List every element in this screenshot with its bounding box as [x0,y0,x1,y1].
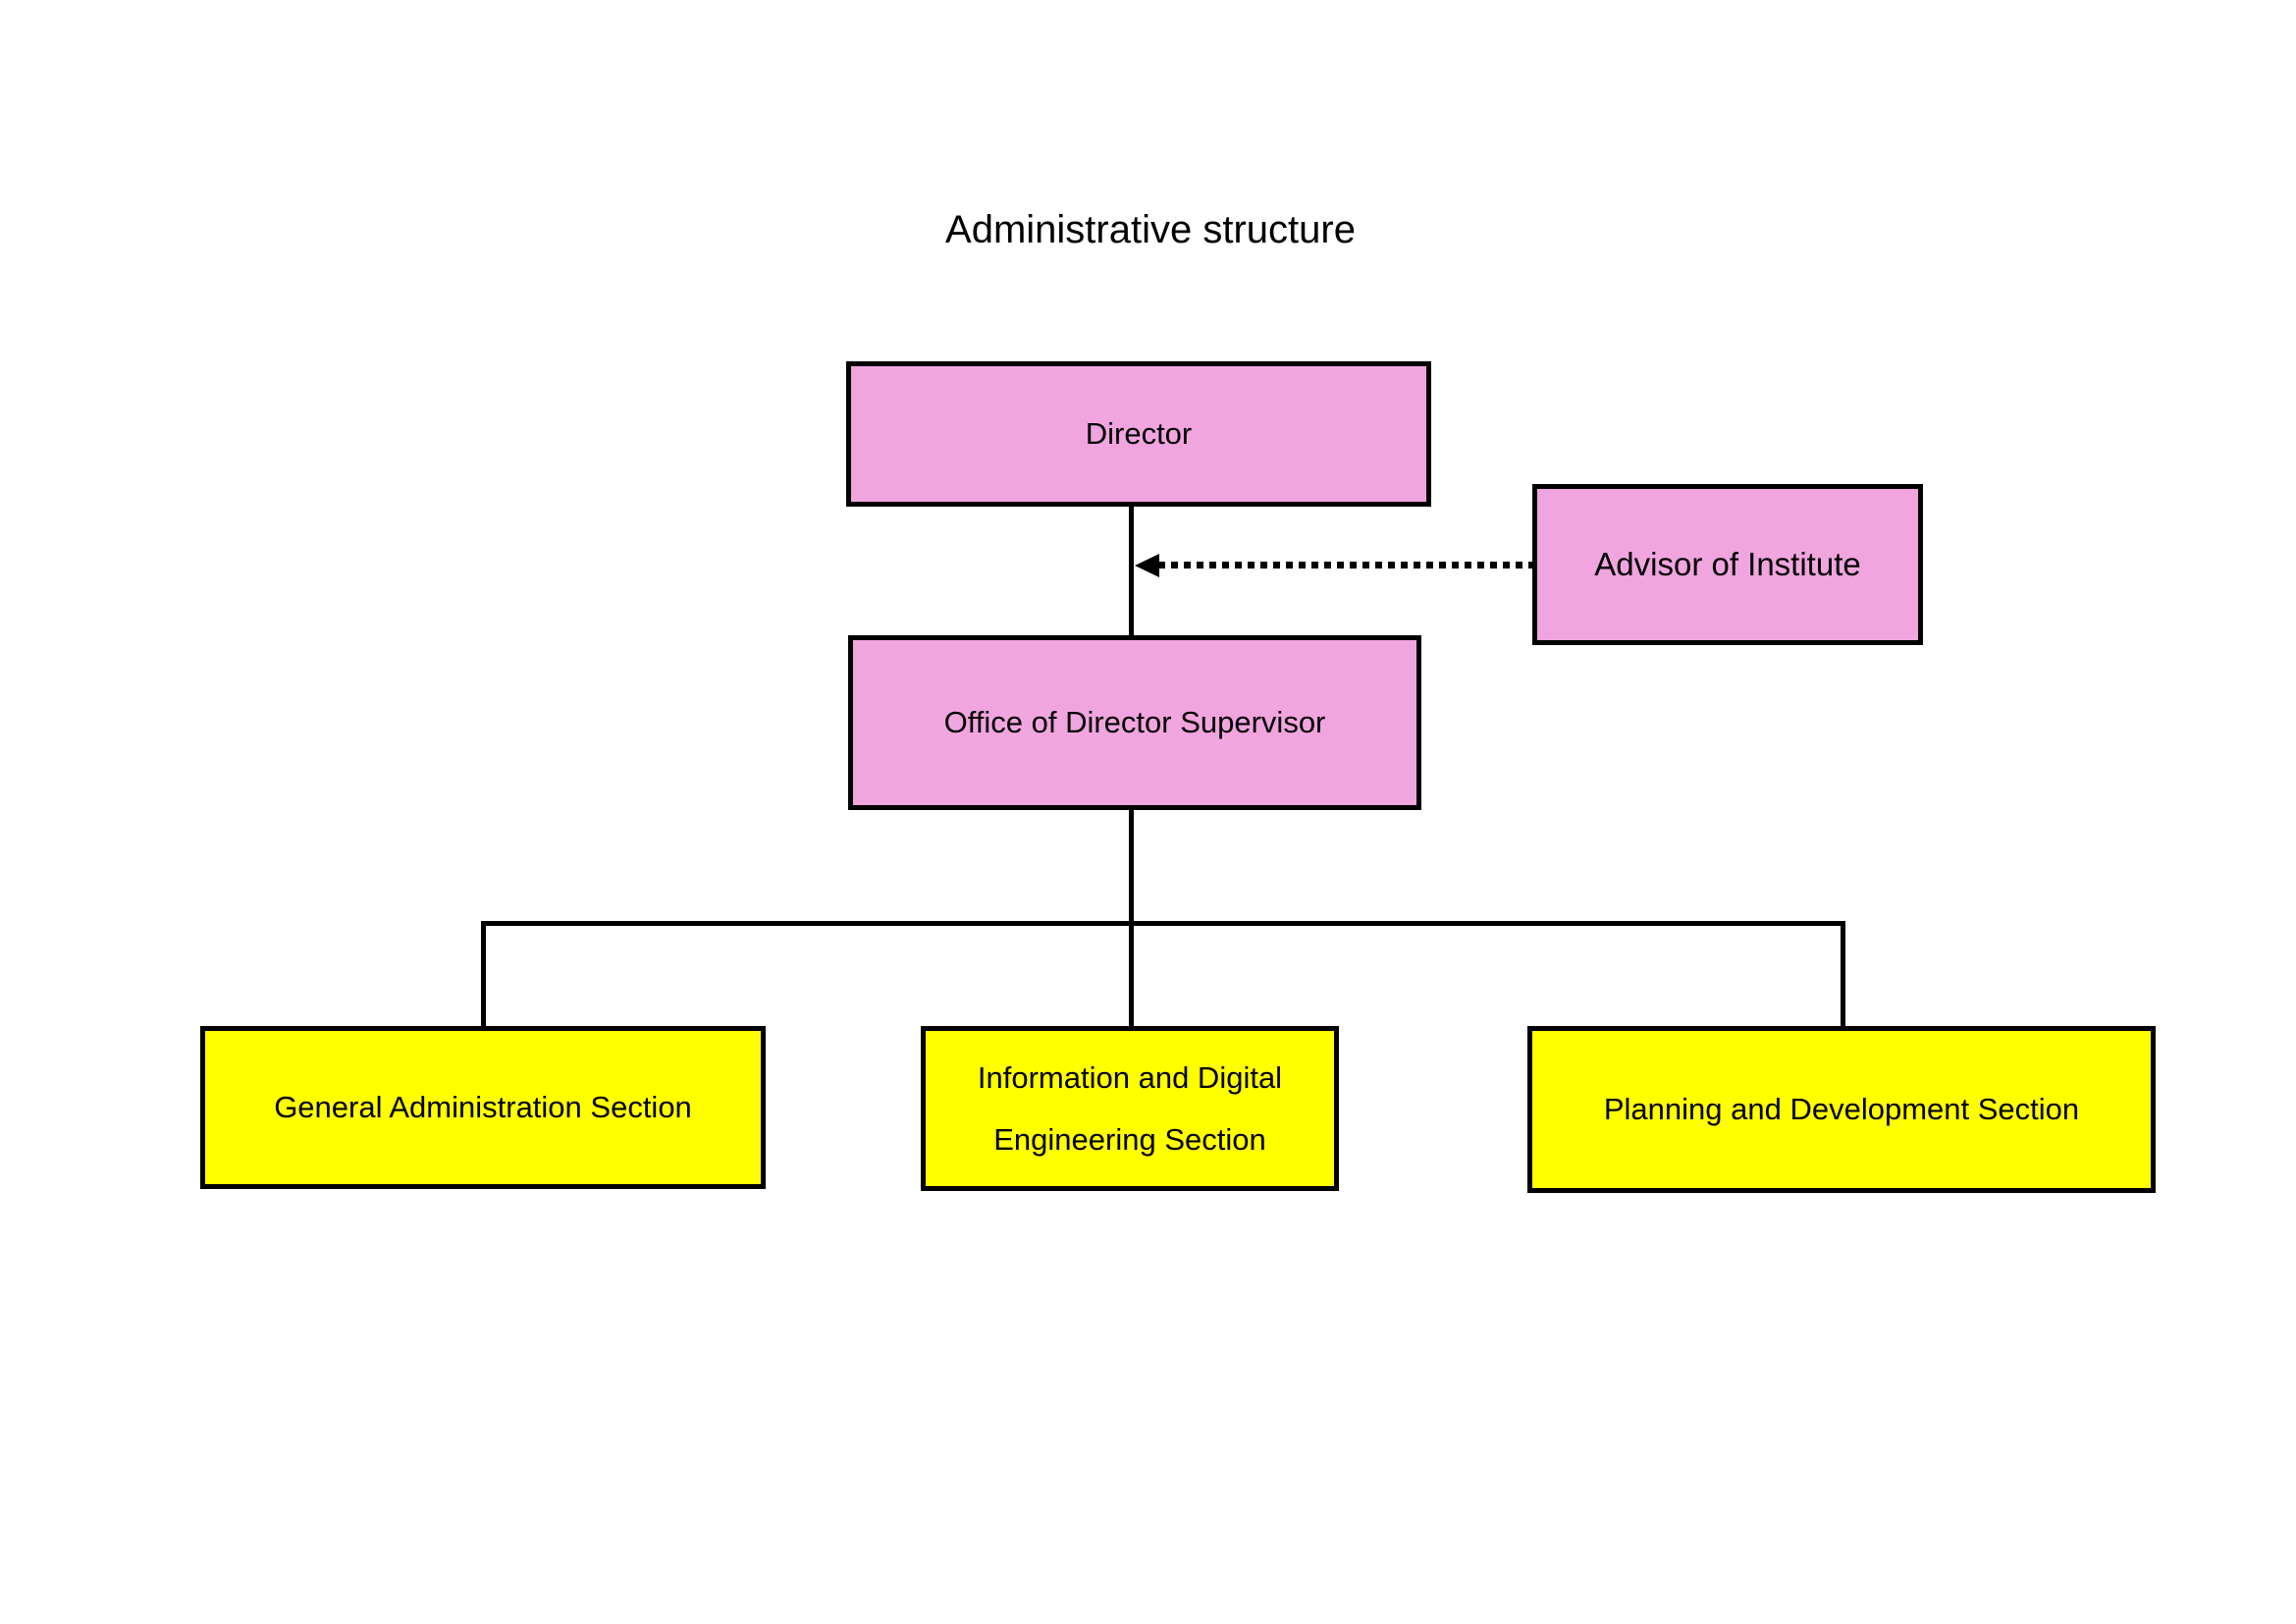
node-supervisor-label: Office of Director Supervisor [943,705,1326,740]
connector-stub-general [481,921,486,1026]
advisor-arrowhead-icon [1135,554,1159,577]
node-general-administration-section: General Administration Section [200,1026,766,1189]
node-director: Director [846,361,1431,507]
node-infodigital-label-line2: Engineering Section [993,1122,1266,1157]
node-advisor-label: Advisor of Institute [1594,546,1861,583]
node-planning-label: Planning and Development Section [1603,1092,2080,1127]
node-information-digital-engineering-section: Information and Digital Engineering Sect… [921,1026,1339,1191]
connector-stub-planning [1841,921,1845,1026]
node-planning-development-section: Planning and Development Section [1527,1026,2156,1193]
node-office-of-director-supervisor: Office of Director Supervisor [848,635,1421,810]
node-infodigital-label-line1: Information and Digital [977,1059,1283,1095]
connector-branch-horizontal [481,921,1845,926]
connector-supervisor-branch [1129,808,1134,1026]
advisor-dotted-line [1158,562,1532,568]
node-director-label: Director [1085,416,1193,452]
connector-director-supervisor [1129,505,1134,637]
node-general-label: General Administration Section [274,1090,692,1125]
node-advisor-of-institute: Advisor of Institute [1532,484,1923,645]
chart-title: Administrative structure [945,208,1356,251]
